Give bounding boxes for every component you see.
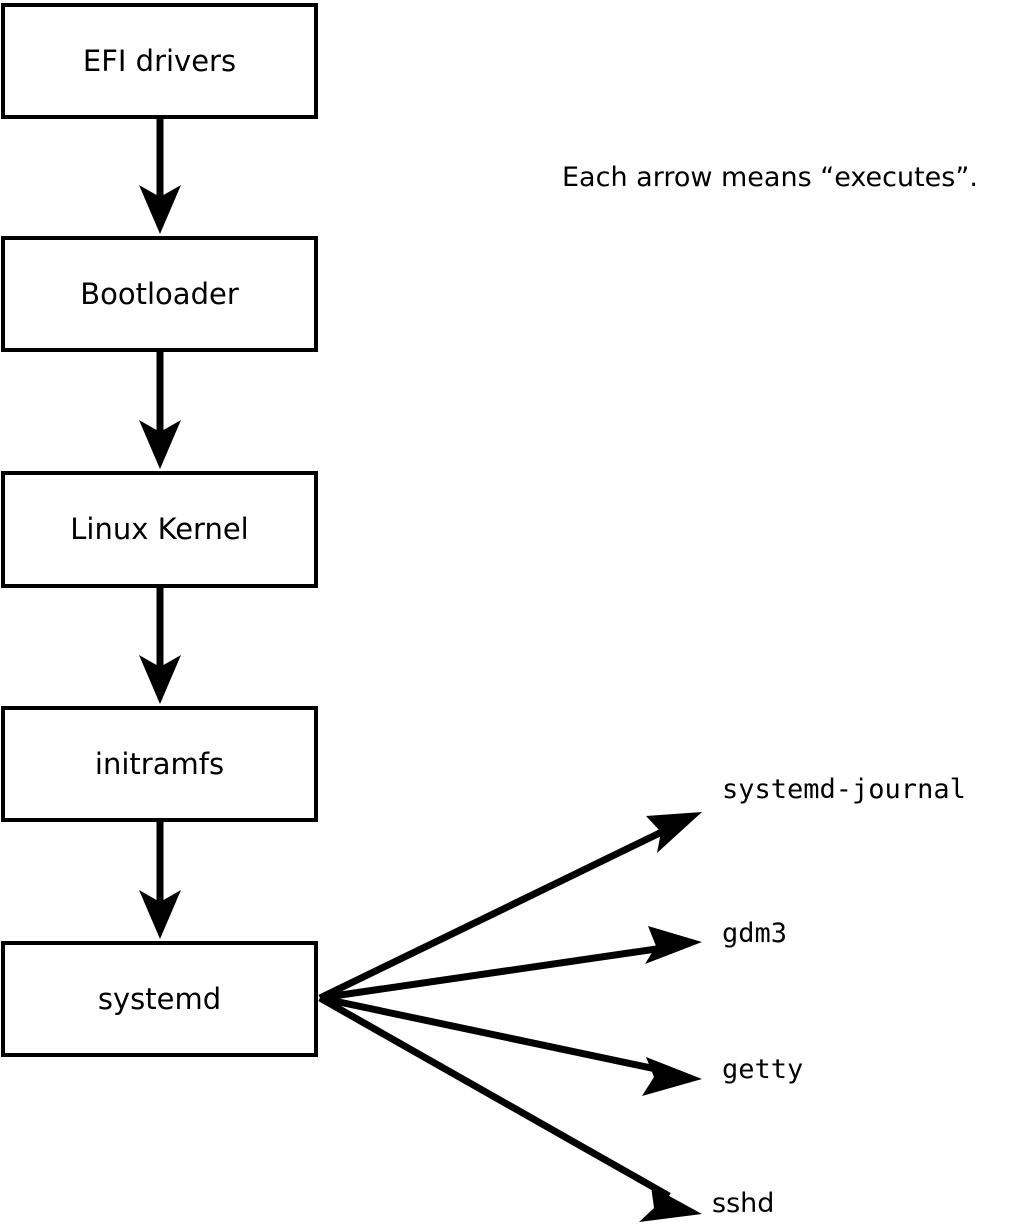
stage-box-label: systemd [97,981,222,1016]
stage-box-efi-drivers[interactable]: EFI drivers [1,3,318,119]
stage-box-label: initramfs [94,746,225,781]
stage-box-label: EFI drivers [82,43,237,78]
arrow-efi-to-bootloader [139,119,181,234]
legend-note: Each arrow means “executes”. [562,162,978,193]
stage-box-linux-kernel[interactable]: Linux Kernel [1,471,318,588]
arrow-kernel-to-initramfs [139,588,181,704]
arrow-initramfs-to-systemd [139,822,181,939]
arrow-systemd-to-getty [319,994,702,1096]
leaf-label-gdm3[interactable]: gdm3 [722,918,788,949]
stage-box-systemd[interactable]: systemd [1,941,318,1057]
arrow-systemd-to-systemd-journal [318,812,702,1002]
stage-box-bootloader[interactable]: Bootloader [1,236,318,352]
stage-box-label: Bootloader [80,276,239,311]
stage-box-initramfs[interactable]: initramfs [1,706,318,822]
leaf-label-systemd-journal[interactable]: systemd-journal [722,774,966,805]
leaf-label-sshd[interactable]: sshd [712,1188,775,1219]
stage-box-label: Linux Kernel [70,512,249,546]
arrow-bootloader-to-kernel [139,352,181,469]
arrow-systemd-to-sshd [318,994,702,1222]
leaf-label-getty[interactable]: getty [722,1054,804,1085]
arrow-systemd-to-gdm3 [319,926,702,1002]
